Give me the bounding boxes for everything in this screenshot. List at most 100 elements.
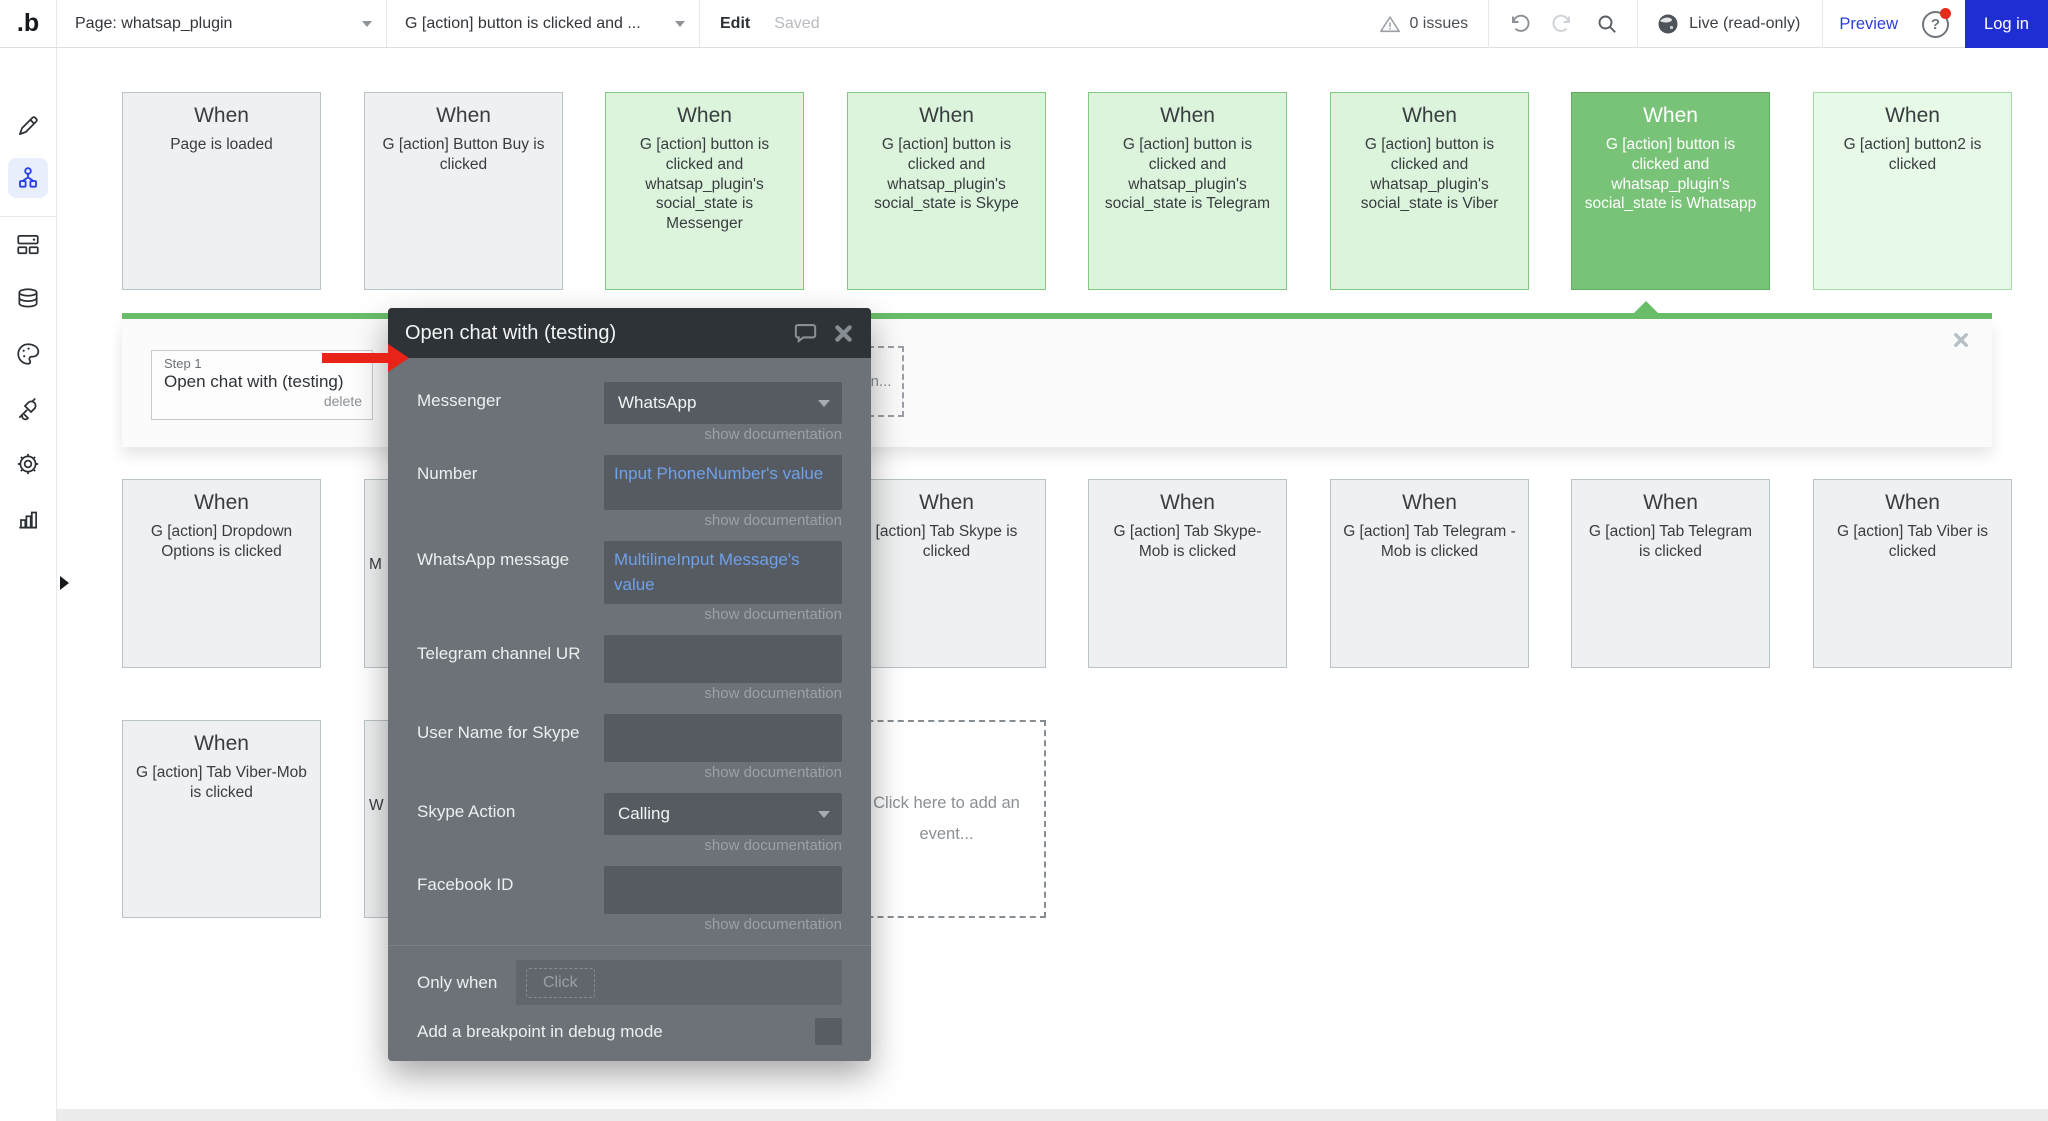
sidebar-divider <box>0 216 57 217</box>
event-card[interactable]: When G [action] Tab Telegram - Mob is cli… <box>1330 479 1529 668</box>
event-card-title: When <box>919 104 974 127</box>
bar-chart-icon <box>15 506 41 532</box>
breakpoint-label: Add a breakpoint in debug mode <box>417 1021 663 1041</box>
event-card-body: G [action] button2 is clicked <box>1843 136 1982 173</box>
step-title: Open chat with (testing) <box>164 372 344 391</box>
close-icon[interactable] <box>833 323 854 344</box>
undo-icon[interactable] <box>1507 12 1531 36</box>
notification-dot <box>1940 7 1951 19</box>
show-documentation-link[interactable]: show documentation <box>704 606 842 624</box>
issues-indicator[interactable]: 0 issues <box>1359 0 1488 48</box>
event-card-title: When <box>1643 104 1698 127</box>
tool-sidebar <box>0 48 57 1121</box>
event-card-title: When <box>1402 491 1457 514</box>
show-documentation-link[interactable]: show documentation <box>704 426 842 443</box>
field-text-input[interactable] <box>604 714 842 763</box>
event-card-title: When <box>1402 104 1457 127</box>
breakpoint-row: Add a breakpoint in debug mode <box>388 1005 871 1061</box>
close-panel-icon[interactable] <box>1952 331 1970 349</box>
sidebar-item-settings[interactable] <box>8 444 48 484</box>
event-card-title: When <box>436 104 491 127</box>
event-card-clipped-text: W <box>369 797 384 814</box>
sidebar-item-workflow[interactable] <box>8 158 48 198</box>
step-delete-link[interactable]: delete <box>323 393 362 409</box>
event-card[interactable]: When G [action] button is clicked and wha… <box>605 92 804 290</box>
action-properties-popup: Open chat with (testing) Messenger WhatsA… <box>388 308 871 1062</box>
action-track-bar <box>122 313 1992 319</box>
field-label: User Name for Skype <box>417 723 580 743</box>
event-card-body: G [action] button is clicked and whatsap… <box>1584 136 1757 213</box>
field-dropdown[interactable]: WhatsApp <box>604 382 842 424</box>
pencil-icon <box>15 113 41 139</box>
add-event-box[interactable]: Click here to add an event... <box>847 720 1046 918</box>
add-action-clipped-text: n... <box>870 373 892 390</box>
page-selector-label: Page: whatsap_plugin <box>75 14 233 32</box>
globe-icon <box>1656 12 1680 36</box>
preview-button[interactable]: Preview <box>1839 14 1898 33</box>
edit-tab[interactable]: Edit <box>720 14 751 32</box>
event-card-body: G [action] Tab Viber is clicked <box>1836 523 1989 560</box>
event-card-title: When <box>1160 104 1215 127</box>
field-text-input[interactable] <box>604 635 842 684</box>
only-when-input[interactable]: Click <box>516 960 842 1006</box>
sidebar-item-data[interactable] <box>8 279 48 319</box>
show-documentation-link[interactable]: show documentation <box>704 916 842 934</box>
show-documentation-link[interactable]: show documentation <box>704 685 842 703</box>
login-button[interactable]: Log in <box>1965 0 2048 48</box>
sidebar-item-layout[interactable] <box>8 224 48 264</box>
event-card-title: When <box>1160 491 1215 514</box>
event-card-body: G [action] Tab Telegram is clicked <box>1588 523 1753 560</box>
sidebar-collapse-handle[interactable] <box>60 576 69 590</box>
event-card[interactable]: When G [action] button is clicked and wha… <box>1571 92 1770 290</box>
field-expression-input[interactable]: Input PhoneNumber's value <box>604 455 842 510</box>
event-card-title: When <box>194 104 249 127</box>
comment-icon[interactable] <box>792 320 819 347</box>
sidebar-item-plugins[interactable] <box>8 389 48 429</box>
redo-icon[interactable] <box>1551 12 1575 36</box>
event-card[interactable]: When[action] Tab Skype is clicked <box>847 479 1046 668</box>
page-selector[interactable]: Page: whatsap_plugin <box>57 0 387 47</box>
sidebar-item-logs[interactable] <box>8 499 48 539</box>
search-icon[interactable] <box>1595 12 1619 36</box>
saved-status: Saved <box>774 14 820 32</box>
canvas-edge <box>57 1109 2048 1121</box>
event-card-body: G [action] button is clicked and whatsap… <box>639 136 770 233</box>
palette-icon <box>15 341 41 367</box>
help-button[interactable]: ? <box>1922 7 1951 38</box>
field-expression-input[interactable]: MultilineInput Message's value <box>604 541 842 605</box>
bubble-logo[interactable]: .b <box>0 0 57 47</box>
popup-header[interactable]: Open chat with (testing) <box>388 308 871 358</box>
environment-selector[interactable]: Live (read-only) <box>1637 0 1824 48</box>
workflow-selector[interactable]: G [action] button is clicked and ... <box>387 0 700 47</box>
field-dropdown[interactable]: Calling <box>604 793 842 836</box>
event-card-title: When <box>194 732 249 755</box>
breakpoint-checkbox[interactable] <box>815 1018 842 1046</box>
workflow-icon <box>15 165 41 191</box>
popup-field: Messenger WhatsApp show documentation <box>417 382 842 443</box>
event-card-title: When <box>677 104 732 127</box>
show-documentation-link[interactable]: show documentation <box>704 764 842 782</box>
sidebar-item-styles[interactable] <box>8 334 48 374</box>
field-label: Messenger <box>417 391 502 410</box>
field-text-input[interactable] <box>604 866 842 915</box>
only-when-placeholder[interactable]: Click <box>526 967 595 998</box>
show-documentation-link[interactable]: show documentation <box>704 512 842 529</box>
event-card-body: G [action] Tab Telegram - Mob is clicked <box>1343 523 1516 560</box>
show-documentation-link[interactable]: show documentation <box>704 837 842 855</box>
sidebar-item-design[interactable] <box>8 106 48 146</box>
